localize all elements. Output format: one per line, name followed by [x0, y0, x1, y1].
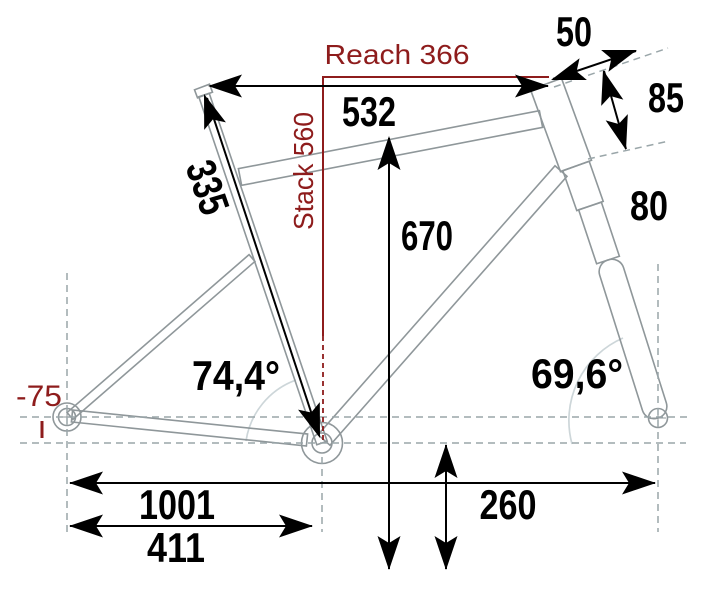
head-angle-arc — [568, 337, 624, 445]
seat-angle-arc — [245, 379, 297, 442]
arrowhead — [377, 136, 401, 170]
arrowhead — [601, 70, 624, 106]
arrowhead — [551, 58, 587, 81]
seat-tube-cap — [193, 83, 214, 99]
arrowhead — [605, 114, 628, 150]
stack-label: Stack 560 — [288, 112, 319, 230]
arrowhead — [204, 94, 226, 130]
arrowhead — [622, 471, 656, 495]
arrowhead — [69, 471, 103, 495]
dim-seat-tube-line — [206, 97, 319, 434]
arrowhead — [377, 536, 401, 570]
arrowhead — [69, 514, 103, 538]
headtube-bottom-dashline — [587, 140, 670, 160]
fork-label: 80 — [630, 182, 668, 229]
stem-label: 50 — [556, 8, 592, 55]
arrowhead — [298, 402, 320, 438]
chain-stay — [70, 409, 309, 447]
dimension-arrowheads — [69, 49, 656, 570]
down-tube — [316, 164, 569, 447]
head-tube-label: 85 — [648, 74, 684, 121]
top-tube-label: 532 — [342, 88, 396, 135]
bb-drop-label: -75 — [16, 380, 62, 413]
arrowhead — [515, 74, 549, 98]
standover-label: 670 — [401, 212, 453, 259]
chainstay-label: 411 — [147, 524, 205, 571]
angle-arcs — [245, 337, 624, 445]
labels: Reach 366 Stack 560 -75 50 85 80 532 670… — [16, 8, 684, 571]
fork-upper-leg — [577, 201, 621, 265]
bb-height-label: 260 — [480, 481, 537, 528]
head-angle-label: 69,6° — [531, 350, 623, 397]
wheelbase-label: 1001 — [139, 481, 215, 528]
reach-label: Reach 366 — [325, 39, 470, 70]
seat-stay — [65, 253, 257, 421]
arrowhead — [208, 74, 242, 98]
arrowhead — [601, 49, 637, 72]
arrowhead — [279, 514, 313, 538]
reach-stack-lines — [40, 76, 549, 443]
seat-angle-label: 74,4° — [192, 352, 280, 399]
arrowhead — [434, 444, 458, 478]
head-tube — [529, 77, 593, 173]
arrowhead — [434, 536, 458, 570]
